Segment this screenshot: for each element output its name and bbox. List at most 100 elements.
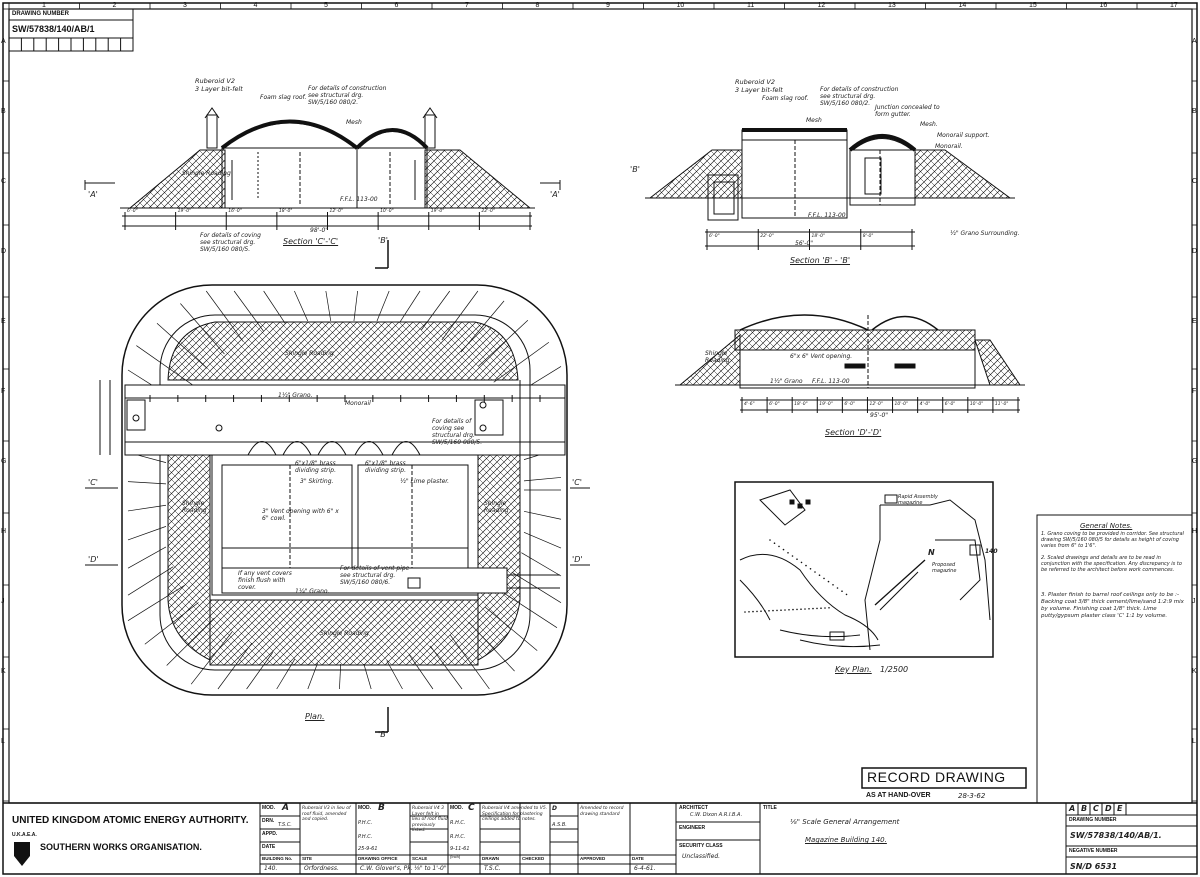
section-bb-title: Section 'B' - 'B'	[790, 256, 851, 265]
grid-row-label: B	[1, 108, 6, 115]
cc-construction-note: For details of construction see structur…	[308, 85, 387, 106]
cc-foam-note: Foam slag roof.	[260, 94, 307, 101]
grid-row-label-right: F	[1192, 388, 1197, 395]
key-plan-dot	[772, 609, 774, 612]
key-plan-label-2: Proposed magazine	[932, 562, 957, 574]
embankment-line	[363, 663, 372, 690]
architect-label: ARCHITECT	[679, 805, 708, 811]
key-plan-dot	[752, 610, 754, 613]
embankment-line	[523, 477, 562, 482]
architect-value: C.W. Dixon A.R.I.B.A.	[690, 812, 743, 818]
general-note-2: 2. Scaled drawings and details are to be…	[1041, 555, 1182, 573]
cc-mark-left: 'A'	[88, 190, 98, 199]
key-plan-dot	[805, 564, 807, 567]
embankment-line	[376, 290, 390, 322]
grid-row-label-right: C	[1192, 178, 1198, 185]
general-notes-title: General Notes.	[1080, 522, 1133, 530]
grid-col-label: 1	[42, 2, 46, 9]
plan-mark-c-right: 'C'	[572, 478, 582, 487]
mod-c-label: MOD.	[450, 805, 464, 811]
mod-c-drn: R.H.C.	[450, 820, 466, 826]
dimension-label: 12'-0"	[329, 209, 344, 214]
grid-col-label: 10	[676, 2, 685, 9]
title-block-col-value: 140.	[264, 865, 278, 872]
title-block-col-label: BUILDING No.	[262, 856, 293, 861]
cc-roof-note: Ruberoid V2 3 Layer bit-felt	[195, 77, 243, 93]
key-plan-dot	[792, 608, 794, 611]
bb-roof-note: Ruberoid V2 3 Layer bit-felt	[735, 78, 783, 94]
key-plan-dot	[764, 610, 766, 612]
grid-col-label: 6	[394, 2, 399, 9]
plan-mark-d-right: 'D'	[572, 555, 583, 564]
embankment-line	[127, 504, 167, 512]
mod-c-date: 9-11-61	[450, 846, 470, 852]
grid-row-label-right: K	[1192, 668, 1197, 675]
key-plan-dot	[769, 539, 771, 541]
embankment-line	[339, 663, 342, 690]
grid-col-label: 11	[747, 2, 755, 9]
grid-row-label: A	[1, 38, 6, 45]
bb-monorail-support: Monorail support.	[937, 132, 990, 139]
plan-detail-note: For details of coving see structural drg…	[432, 418, 483, 446]
key-plan-north: N	[928, 548, 935, 557]
grid-row-label: H	[1, 528, 7, 535]
key-plan-dot	[816, 607, 818, 610]
key-plan-scale: 1/2500	[880, 665, 909, 674]
mod-a-drn-value: T.S.C.	[278, 822, 292, 828]
embankment-line	[127, 566, 174, 596]
key-plan-dot	[836, 587, 839, 589]
embankment-line	[127, 546, 167, 569]
key-plan-dot	[814, 571, 816, 573]
mod-letter-box: A	[1069, 804, 1076, 813]
dimension-label: 12'-0"	[869, 402, 883, 407]
mod-a-value: A	[282, 803, 289, 813]
record-stamp-date: 28-3-62	[958, 792, 986, 800]
dn-value: SW/57838/140/AB/1.	[1070, 831, 1162, 840]
embankment-line	[127, 481, 167, 485]
grid-col-label: 9	[606, 2, 610, 9]
title-block-col-label: DRAWN	[482, 856, 499, 861]
key-plan-building: 140	[985, 548, 998, 555]
cc-mark-right: 'A'	[550, 190, 560, 199]
dimension-label: 22'-0"	[760, 234, 774, 239]
key-plan-dot	[796, 558, 798, 560]
key-plan-dot	[784, 609, 786, 611]
grid-col-label: 13	[888, 2, 896, 9]
plan-grano: 1½" Grano.	[278, 392, 313, 399]
mod-letter-box: E	[1117, 804, 1123, 813]
dimension-label: 10'-0"	[894, 402, 909, 407]
plan-drawing	[85, 284, 590, 733]
grid-row-label: E	[1, 318, 6, 325]
dd-vent: 6"x 6" Vent opening.	[790, 353, 853, 360]
mod-b-appd: P.H.C.	[358, 834, 373, 840]
grid-col-label: 17	[1170, 2, 1178, 9]
grid-row-label: D	[1, 248, 7, 255]
dn-label: DRAWING NUMBER	[1069, 817, 1117, 823]
mod-a-appd-label: APPD.	[262, 831, 278, 837]
title-block-col-label: DRAWING OFFICE	[358, 856, 398, 861]
key-plan-dot	[832, 584, 834, 586]
title-block-col-value: 6-4-61.	[634, 865, 656, 872]
embankment-line	[263, 290, 286, 324]
bb-junction-note: Junction concealed to form gutter.	[875, 104, 940, 118]
plan-brass-strip-2: 6"x1/8" brass dividing strip.	[365, 460, 407, 474]
embankment-line	[399, 290, 421, 323]
plan-mark-c-left: 'C'	[88, 478, 98, 487]
key-plan-dot	[796, 608, 798, 611]
mod-d-drn: A.S.B.	[552, 822, 567, 828]
mod-a-date-label: DATE	[262, 844, 276, 850]
general-note-1: 1. Grano coving to be provided in corrid…	[1041, 531, 1184, 549]
key-plan-label-1: Rapid Assembly magazine	[898, 494, 938, 506]
dimension-label: 16'-0"	[228, 209, 242, 214]
southern-works: SOUTHERN WORKS ORGANISATION.	[40, 842, 202, 852]
key-plan-dot	[776, 609, 778, 612]
record-stamp-subtitle: AS AT HAND-OVER	[866, 792, 931, 799]
dimension-label: 18'-0"	[794, 402, 808, 407]
mod-b-label: MOD.	[358, 805, 372, 811]
plan-skirting: 3" Skirting.	[300, 478, 334, 485]
dimension-label: 6'-0"	[127, 209, 138, 214]
dimension-label: 6'-0"	[709, 234, 720, 239]
dimension-label: 22'-0"	[481, 209, 495, 214]
drawing-number-label: DRAWING NUMBER	[12, 11, 69, 17]
plan-mark-d-left: 'D'	[88, 555, 99, 564]
